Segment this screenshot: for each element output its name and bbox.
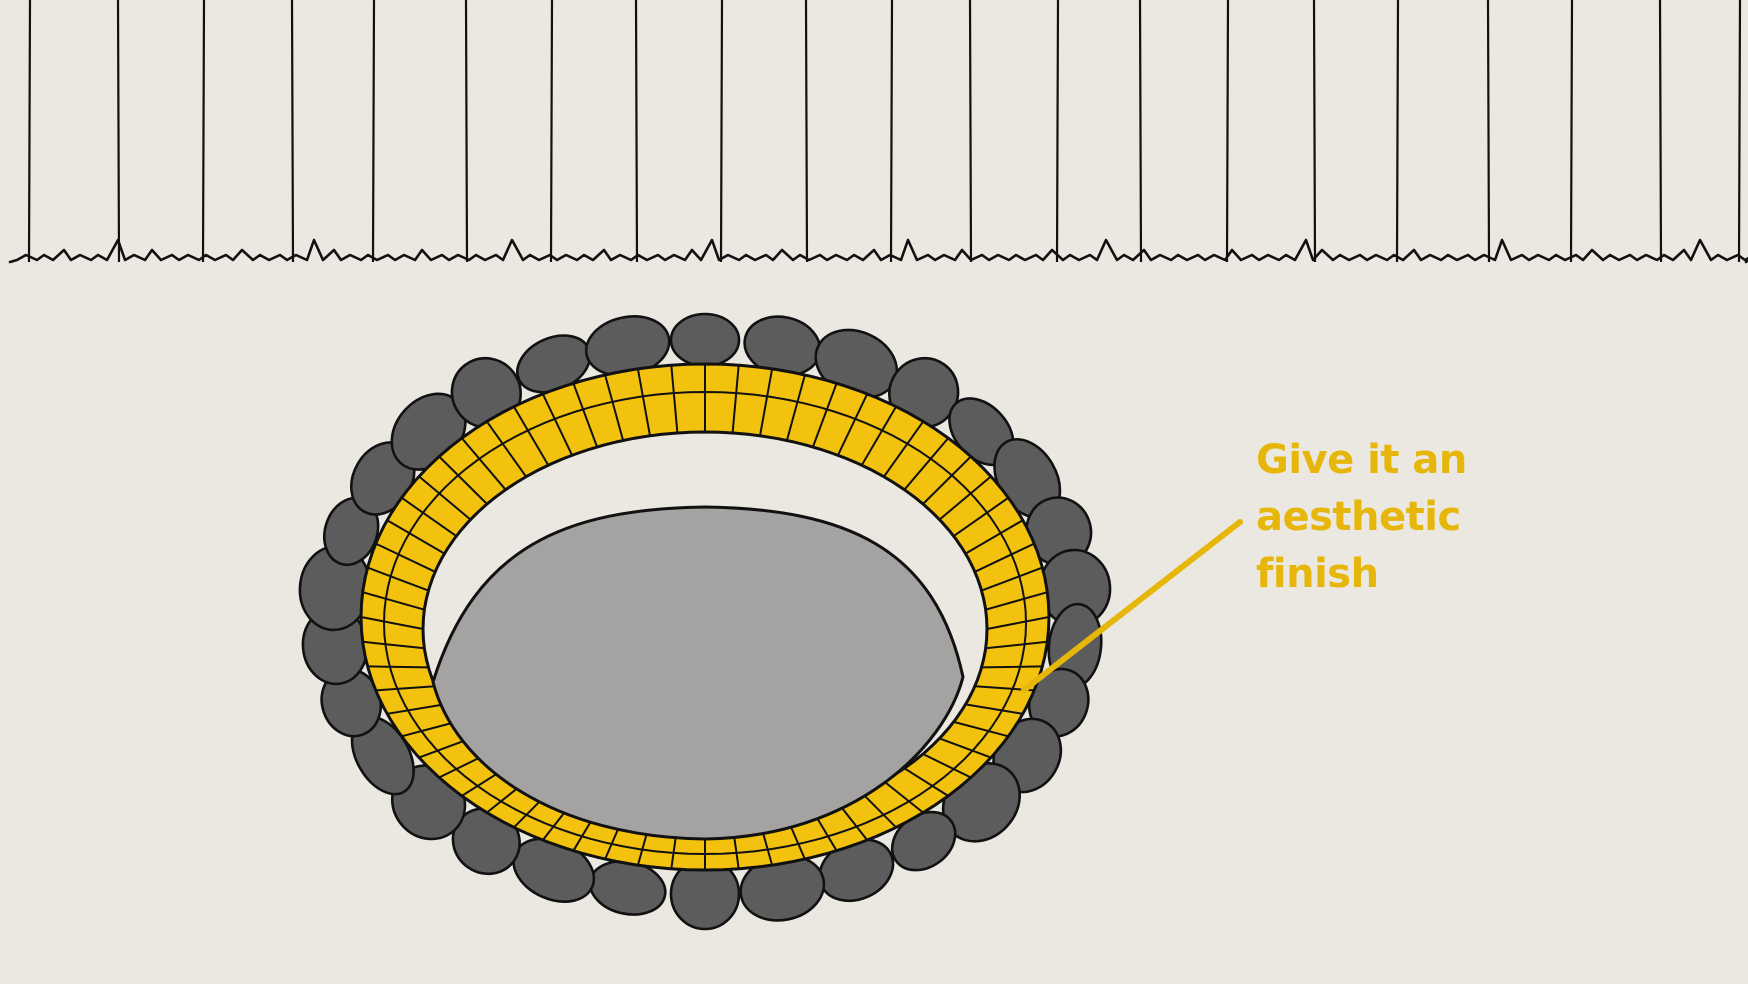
brick-joint bbox=[974, 542, 1035, 573]
brick-joint bbox=[981, 566, 1043, 592]
fence-post bbox=[1225, 0, 1230, 263]
brick-joint bbox=[811, 382, 838, 448]
annotation-line-2: aesthetic bbox=[1256, 494, 1461, 540]
fence-post bbox=[464, 0, 469, 263]
brick-joint bbox=[418, 475, 472, 521]
brick-joint bbox=[836, 393, 869, 456]
brick-joint bbox=[985, 640, 1048, 650]
fence-post bbox=[1312, 0, 1317, 263]
fence-post bbox=[1395, 0, 1400, 263]
fence-post bbox=[968, 0, 973, 263]
annotation-text: Give it an aesthetic finish bbox=[1256, 432, 1516, 603]
fence-post bbox=[1737, 0, 1742, 263]
brick-joint bbox=[965, 703, 1023, 715]
brick-joint bbox=[387, 703, 445, 715]
fence-post bbox=[371, 0, 376, 263]
brick-joint bbox=[883, 420, 925, 478]
brick-joint bbox=[375, 542, 436, 573]
fence-post bbox=[1658, 0, 1663, 263]
pit-floor bbox=[431, 505, 965, 841]
fence-post bbox=[1569, 0, 1574, 263]
brick-joint bbox=[860, 406, 897, 466]
brick-joint bbox=[964, 519, 1024, 555]
fence-post bbox=[719, 0, 724, 263]
brick-joint bbox=[785, 374, 806, 441]
brick-joint bbox=[860, 792, 897, 829]
brick-joint bbox=[485, 420, 527, 478]
brick-joint bbox=[401, 720, 457, 738]
fence-post bbox=[804, 0, 809, 263]
brick-joint bbox=[604, 374, 625, 441]
brick-joint bbox=[362, 640, 425, 650]
brick-joint bbox=[922, 455, 972, 505]
fence-post bbox=[634, 0, 639, 263]
fence-post bbox=[201, 0, 206, 263]
fence-post bbox=[290, 0, 295, 263]
fence-post bbox=[889, 0, 894, 263]
brick-joint bbox=[367, 665, 429, 669]
brick-joint bbox=[985, 591, 1048, 611]
brick-joint bbox=[759, 368, 774, 436]
annotation-line-3: finish bbox=[1256, 551, 1379, 597]
annotation-line-1: Give it an bbox=[1256, 437, 1467, 483]
fence-post bbox=[116, 0, 121, 263]
brick-joint bbox=[986, 616, 1050, 630]
stone bbox=[669, 312, 741, 368]
brick-joint bbox=[953, 720, 1009, 738]
fence-post bbox=[549, 0, 554, 263]
fence-post bbox=[27, 0, 32, 263]
brick-joint bbox=[636, 368, 651, 436]
stone-ring bbox=[298, 312, 1112, 931]
pointer-line bbox=[1021, 519, 1243, 693]
brick-joint bbox=[386, 519, 446, 555]
brick-course-line bbox=[382, 390, 1028, 856]
brick-joint bbox=[981, 665, 1043, 669]
brick-joint bbox=[939, 737, 992, 759]
brick-joint bbox=[938, 475, 992, 521]
brick-joint bbox=[572, 382, 599, 448]
brick-joint bbox=[461, 437, 507, 491]
brick-joint bbox=[513, 406, 550, 466]
grass-line bbox=[8, 238, 1748, 264]
brick-joint bbox=[922, 753, 972, 779]
brick-joint bbox=[731, 365, 740, 433]
brick-joint bbox=[375, 685, 436, 692]
fence-post bbox=[1486, 0, 1491, 263]
brick-joint bbox=[670, 365, 679, 433]
brick-joint bbox=[541, 393, 574, 456]
brick-joint bbox=[438, 455, 488, 505]
brick-joint bbox=[401, 496, 457, 537]
brick-joint bbox=[953, 496, 1009, 537]
fence-post bbox=[1138, 0, 1143, 263]
brick-joint bbox=[367, 566, 429, 592]
brick-joint bbox=[883, 780, 924, 814]
brick-joint bbox=[360, 616, 424, 630]
brick-joint bbox=[903, 437, 949, 491]
fence-posts bbox=[27, 0, 1742, 263]
brick-joint bbox=[362, 591, 425, 611]
fence-post bbox=[1055, 0, 1060, 263]
brick-joint bbox=[903, 767, 949, 797]
